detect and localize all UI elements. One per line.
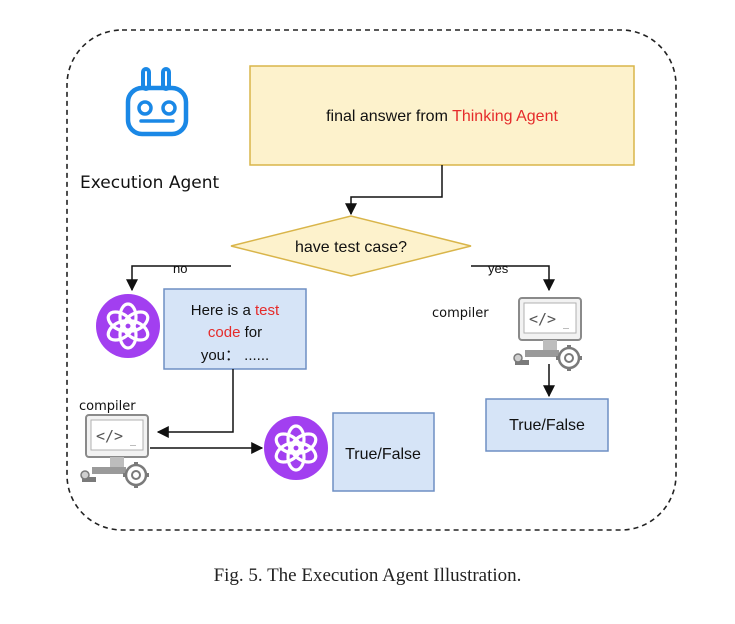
robot-icon bbox=[125, 67, 189, 137]
execution-agent-diagram: </> _ Execution bbox=[66, 29, 677, 531]
openai-logo-icon-bottom bbox=[262, 414, 330, 482]
yes-branch-label: yes bbox=[488, 261, 509, 276]
thinking-agent-highlight: Thinking Agent bbox=[452, 108, 558, 125]
llm-message-box bbox=[163, 288, 307, 370]
left-result-text: True/False bbox=[345, 446, 421, 463]
openai-logo-icon bbox=[94, 292, 162, 360]
message-to-compiler-arrow bbox=[156, 369, 234, 438]
computer-code-icon-right bbox=[512, 296, 584, 373]
figure-caption: Fig. 5. The Execution Agent Illustration… bbox=[213, 565, 522, 586]
final-answer-box bbox=[249, 65, 635, 166]
no-branch-arrow bbox=[126, 265, 231, 292]
right-compiler-label: compiler bbox=[432, 306, 489, 321]
message-line-1: Here is a test bbox=[191, 302, 280, 319]
right-result-box bbox=[485, 398, 609, 452]
message-line-3: you： ...... bbox=[201, 347, 269, 364]
left-result-box bbox=[332, 412, 435, 492]
decision-label: have test case? bbox=[295, 239, 407, 256]
left-compiler-label: compiler bbox=[79, 399, 136, 414]
final-answer-text: final answer from Thinking Agent bbox=[326, 108, 558, 125]
agent-name: Execution Agent bbox=[80, 173, 219, 193]
arrow-to-decision bbox=[345, 165, 443, 216]
no-branch-label: no bbox=[173, 261, 187, 276]
decision-diamond bbox=[230, 215, 472, 277]
computer-code-icon bbox=[79, 413, 151, 490]
right-result-text: True/False bbox=[509, 417, 585, 434]
yes-branch-arrow bbox=[471, 265, 555, 292]
message-line-2: code for bbox=[208, 324, 262, 341]
